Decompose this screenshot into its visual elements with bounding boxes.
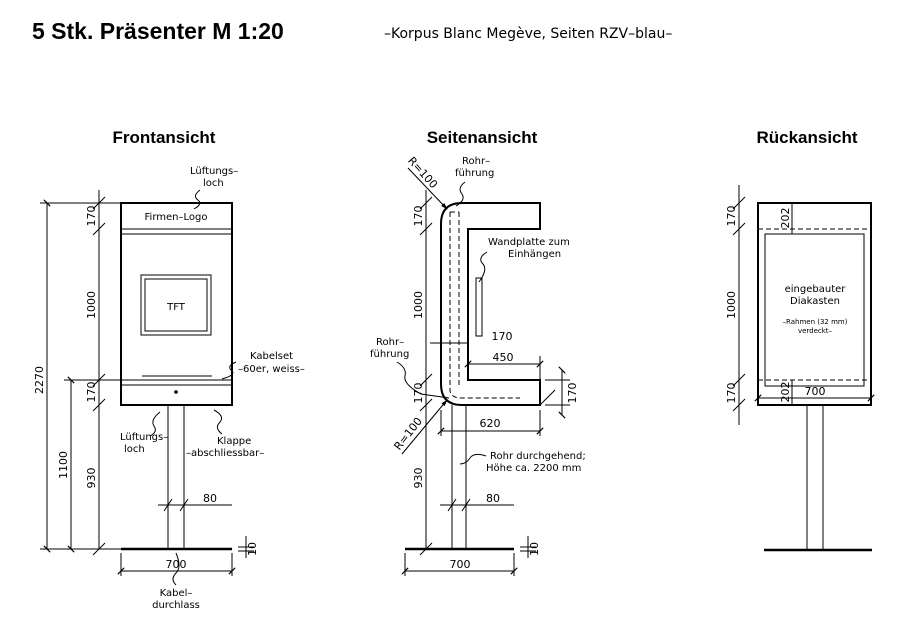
front-screen-inner bbox=[144, 278, 208, 332]
front-screen-outer bbox=[140, 274, 212, 336]
front-dim-base-h: 10 bbox=[246, 542, 259, 556]
side-view-heading: Seitenansicht bbox=[427, 128, 538, 147]
front-dim-base: 700 bbox=[166, 558, 187, 571]
side-dim-d170: 170 bbox=[492, 330, 513, 343]
front-dim-h930: 930 bbox=[85, 468, 98, 489]
side-dim-base: 700 bbox=[450, 558, 471, 571]
back-dim-width: 700 bbox=[805, 385, 826, 398]
side-dim-pole: 80 bbox=[486, 492, 500, 505]
front-vent-bottom-label-1: Lüftungs– bbox=[120, 432, 168, 443]
back-view: Rückansicht eingebauter Diakasten –Rahme… bbox=[725, 128, 875, 552]
front-dim-total: 2270 bbox=[33, 366, 46, 394]
back-frame-note-2: verdeckt– bbox=[798, 327, 833, 335]
front-vent-top-label-1: Lüftungs– bbox=[190, 166, 238, 177]
front-body bbox=[120, 202, 233, 406]
back-diabox-frame bbox=[764, 233, 865, 387]
side-dim-h930: 930 bbox=[412, 468, 425, 489]
back-frame-note-1: –Rahmen (32 mm) bbox=[783, 318, 848, 326]
side-pipe-left-label-1: Rohr– bbox=[376, 337, 404, 348]
side-wall-plate-label-2: Einhängen bbox=[508, 249, 561, 260]
back-dim-t202b: 202 bbox=[779, 382, 792, 403]
side-view: Seitenansicht 170 1000 170 930 170 450 bbox=[370, 128, 586, 576]
front-lock-icon bbox=[174, 390, 178, 394]
front-flap-label-2: –abschliessbar– bbox=[186, 448, 264, 459]
front-dim-h170b: 170 bbox=[85, 382, 98, 403]
side-radius-top: R=100 bbox=[405, 154, 440, 191]
back-diabox-label-1: eingebauter bbox=[785, 284, 847, 295]
drawing-title: 5 Stk. Präsenter M 1:20 bbox=[32, 18, 284, 44]
front-cable-set-label-1: Kabelset bbox=[250, 351, 293, 362]
front-screen-label: TFT bbox=[166, 302, 186, 313]
side-wall-plate bbox=[475, 277, 483, 337]
side-pipe-top-label-1: Rohr– bbox=[462, 156, 490, 167]
front-vent-bottom-label-2: loch bbox=[124, 444, 145, 455]
back-body bbox=[757, 202, 872, 406]
side-dim-d620: 620 bbox=[480, 417, 501, 430]
side-dim-r170: 170 bbox=[566, 383, 579, 404]
front-cable-outlet-label-1: Kabel– bbox=[160, 588, 193, 599]
side-dim-h1000: 1000 bbox=[412, 291, 425, 319]
side-pipe-through-label-1: Rohr durchgehend; bbox=[490, 451, 586, 462]
front-dim-lower: 1100 bbox=[57, 451, 70, 479]
side-dim-base-h: 10 bbox=[528, 542, 541, 556]
side-pipe-top-label-2: führung bbox=[455, 168, 494, 179]
side-dim-h170a: 170 bbox=[412, 206, 425, 227]
drawing-subtitle: –Korpus Blanc Megève, Seiten RZV–blau– bbox=[384, 26, 673, 42]
front-view: Frontansicht Firmen–Logo TFT 2270 1100 1… bbox=[33, 128, 305, 611]
side-pipe-through-label-2: Höhe ca. 2200 mm bbox=[486, 463, 581, 474]
side-pipe-dashed bbox=[449, 212, 520, 399]
front-cable-outlet-label-2: durchlass bbox=[152, 600, 200, 611]
back-dim-h170a: 170 bbox=[725, 206, 738, 227]
back-dim-h1000: 1000 bbox=[725, 291, 738, 319]
front-dim-pole: 80 bbox=[203, 492, 217, 505]
front-flap-label-1: Klappe bbox=[217, 436, 251, 447]
front-view-heading: Frontansicht bbox=[113, 128, 216, 147]
front-vent-top-label-2: loch bbox=[203, 178, 224, 189]
side-pipe-left-label-2: führung bbox=[370, 349, 409, 360]
back-view-heading: Rückansicht bbox=[756, 128, 857, 147]
back-dim-t202a: 202 bbox=[779, 208, 792, 229]
front-dim-h1000: 1000 bbox=[85, 291, 98, 319]
back-diabox-label-2: Diakasten bbox=[790, 296, 840, 307]
front-dim-h170a: 170 bbox=[85, 206, 98, 227]
side-dim-d450: 450 bbox=[493, 351, 514, 364]
side-wall-plate-label-1: Wandplatte zum bbox=[488, 237, 570, 248]
back-dim-h170b: 170 bbox=[725, 383, 738, 404]
front-cable-set-label-2: –60er, weiss– bbox=[238, 364, 305, 375]
front-logo-label: Firmen–Logo bbox=[145, 212, 208, 223]
side-body bbox=[440, 202, 541, 406]
